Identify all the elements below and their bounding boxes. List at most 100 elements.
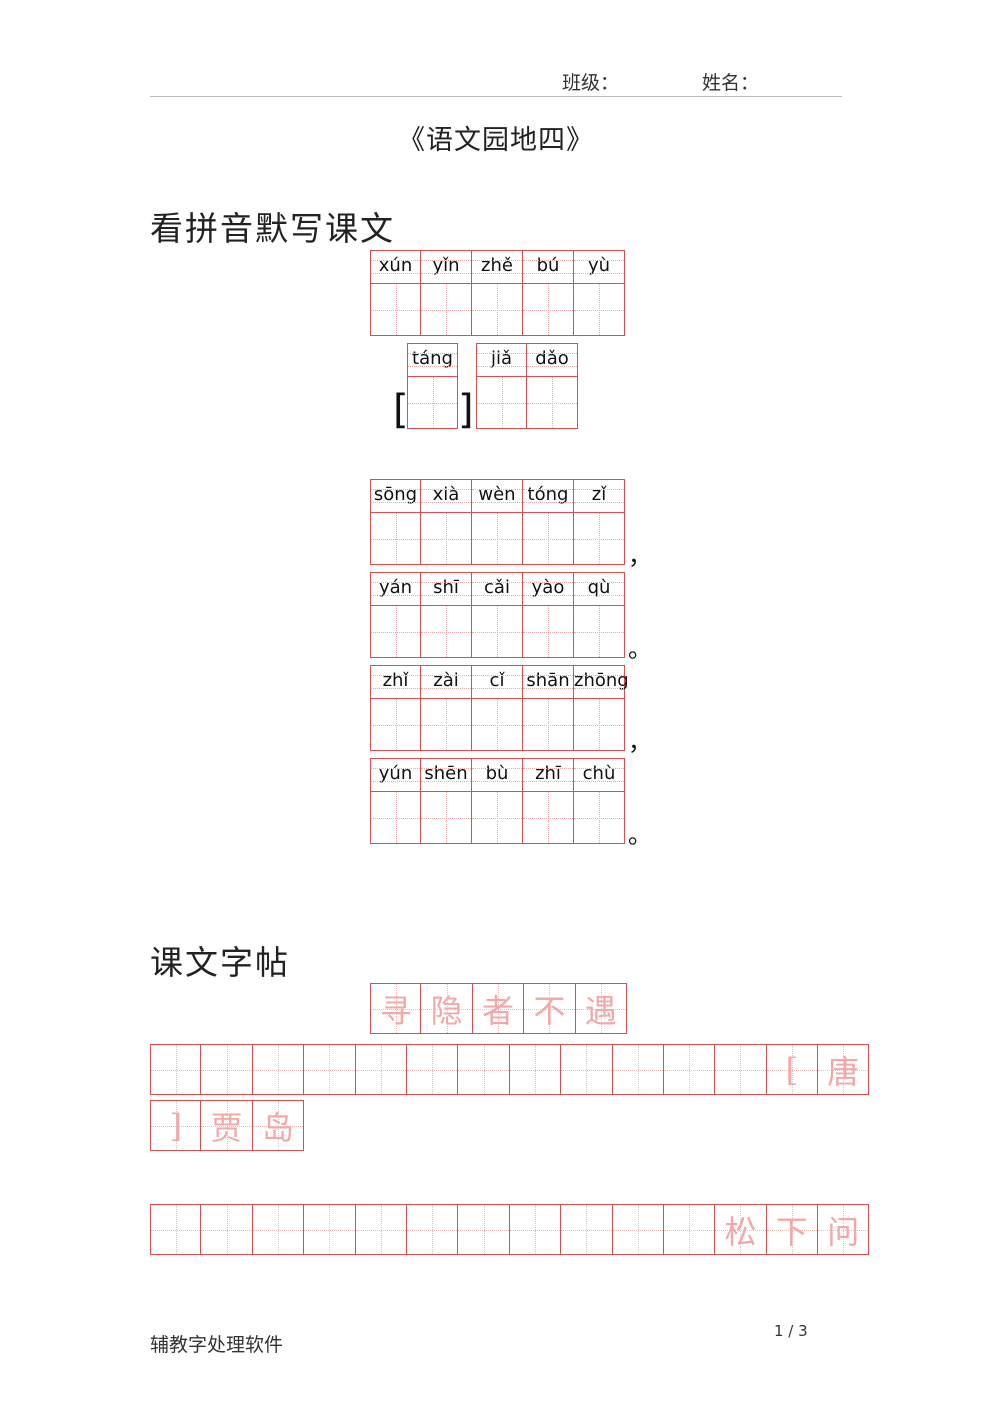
writing-box[interactable] xyxy=(421,792,471,843)
writing-box[interactable] xyxy=(523,792,573,843)
tracing-cell[interactable] xyxy=(355,1204,407,1255)
tracing-cell[interactable] xyxy=(458,1204,510,1255)
pinyin-cell: xún xyxy=(370,250,421,336)
pinyin-cell: zhě xyxy=(472,250,523,336)
writing-box[interactable] xyxy=(472,513,522,564)
pinyin-text: tóng xyxy=(523,480,573,513)
page-number: 1 / 3 xyxy=(774,1322,808,1340)
pinyin-text: yǐn xyxy=(421,251,471,284)
writing-box[interactable] xyxy=(523,284,573,335)
writing-box[interactable] xyxy=(574,792,624,843)
pinyin-cell: qù xyxy=(574,572,625,658)
tracing-cell[interactable] xyxy=(355,1044,407,1095)
tracing-cell[interactable] xyxy=(509,1204,562,1255)
tracing-cell[interactable] xyxy=(561,1044,613,1095)
pinyin-cell: yù xyxy=(574,250,625,336)
class-label: 班级： xyxy=(562,72,620,94)
writing-box[interactable] xyxy=(472,792,522,843)
writing-box[interactable] xyxy=(523,699,573,750)
tracing-cell[interactable] xyxy=(715,1044,767,1095)
tracing-char: 者 xyxy=(481,991,514,1030)
writing-box[interactable] xyxy=(421,284,471,335)
writing-box[interactable] xyxy=(421,513,471,564)
copybook-row: [唐 xyxy=(150,1044,870,1095)
tracing-cell[interactable] xyxy=(663,1204,716,1255)
tracing-cell[interactable] xyxy=(561,1204,613,1255)
tracing-cell[interactable]: 问 xyxy=(818,1204,870,1255)
tracing-cell[interactable] xyxy=(406,1204,459,1255)
pinyin-cell: shēn xyxy=(421,758,472,844)
tracing-cell[interactable]: 岛 xyxy=(252,1100,305,1151)
tracing-cell[interactable]: 者 xyxy=(472,983,525,1034)
writing-box[interactable] xyxy=(523,606,573,657)
writing-box[interactable] xyxy=(371,606,420,657)
tracing-cell[interactable] xyxy=(663,1044,716,1095)
writing-box[interactable] xyxy=(574,606,624,657)
pinyin-text: zhě xyxy=(472,251,522,284)
pinyin-text: zǐ xyxy=(574,480,624,513)
tracing-cell[interactable]: [ xyxy=(766,1044,819,1095)
tracing-cell[interactable]: 不 xyxy=(524,983,576,1034)
writing-box[interactable] xyxy=(477,377,526,428)
tracing-cell[interactable] xyxy=(201,1044,253,1095)
tracing-cell[interactable]: 松 xyxy=(715,1204,767,1255)
tracing-cell[interactable]: 贾 xyxy=(201,1100,253,1151)
tracing-cell[interactable] xyxy=(406,1044,459,1095)
writing-box[interactable] xyxy=(472,606,522,657)
pinyin-cell: bù xyxy=(472,758,523,844)
pinyin-cell: cǎi xyxy=(472,572,523,658)
pinyin-cell: zhǐ xyxy=(370,665,421,751)
writing-box[interactable] xyxy=(527,377,577,428)
punctuation-comma: ， xyxy=(628,542,652,570)
tracing-char: ] xyxy=(169,1106,182,1145)
tracing-char: 下 xyxy=(775,1212,808,1251)
writing-box[interactable] xyxy=(371,699,420,750)
tracing-cell[interactable]: 下 xyxy=(766,1204,819,1255)
writing-box[interactable] xyxy=(574,513,624,564)
tracing-cell[interactable] xyxy=(201,1204,253,1255)
tracing-cell[interactable]: 隐 xyxy=(421,983,473,1034)
tracing-cell[interactable] xyxy=(304,1044,356,1095)
tracing-char: 隐 xyxy=(430,991,463,1030)
tracing-cell[interactable]: 寻 xyxy=(370,983,422,1034)
writing-box[interactable] xyxy=(371,513,420,564)
tracing-cell[interactable] xyxy=(612,1204,664,1255)
punctuation-period: 。 xyxy=(628,821,652,849)
tracing-char: 遇 xyxy=(584,991,617,1030)
copybook-row: ] 贾岛 xyxy=(150,1100,305,1151)
writing-box[interactable] xyxy=(472,699,522,750)
writing-box[interactable] xyxy=(421,699,471,750)
writing-box[interactable] xyxy=(472,284,522,335)
tracing-cell[interactable] xyxy=(252,1204,305,1255)
tracing-cell[interactable] xyxy=(612,1044,664,1095)
pinyin-text: jiǎ xyxy=(477,344,526,377)
writing-box[interactable] xyxy=(421,606,471,657)
tracing-cell[interactable] xyxy=(458,1044,510,1095)
tracing-cell[interactable]: ] xyxy=(150,1100,202,1151)
pinyin-cell: xià xyxy=(421,479,472,565)
writing-box[interactable] xyxy=(574,699,624,750)
writing-box[interactable] xyxy=(408,377,457,428)
pinyin-cell: wèn xyxy=(472,479,523,565)
tracing-cell[interactable] xyxy=(150,1204,202,1255)
bracket-close: ] xyxy=(458,387,474,433)
writing-box[interactable] xyxy=(371,284,420,335)
writing-box[interactable] xyxy=(523,513,573,564)
tracing-cell[interactable] xyxy=(304,1204,356,1255)
tracing-cell[interactable] xyxy=(150,1044,202,1095)
writing-box[interactable] xyxy=(371,792,420,843)
writing-box[interactable] xyxy=(574,284,624,335)
pinyin-cell: sōng xyxy=(370,479,421,565)
dynasty-pinyin-grid: táng xyxy=(407,343,458,429)
pinyin-cell: táng xyxy=(407,343,458,429)
tracing-cell[interactable] xyxy=(252,1044,305,1095)
tracing-cell[interactable]: 唐 xyxy=(818,1044,870,1095)
tracing-cell[interactable] xyxy=(509,1044,562,1095)
pinyin-text: zài xyxy=(421,666,471,699)
pinyin-cell: bú xyxy=(523,250,574,336)
tracing-cell[interactable]: 遇 xyxy=(575,983,627,1034)
pinyin-cell: yún xyxy=(370,758,421,844)
